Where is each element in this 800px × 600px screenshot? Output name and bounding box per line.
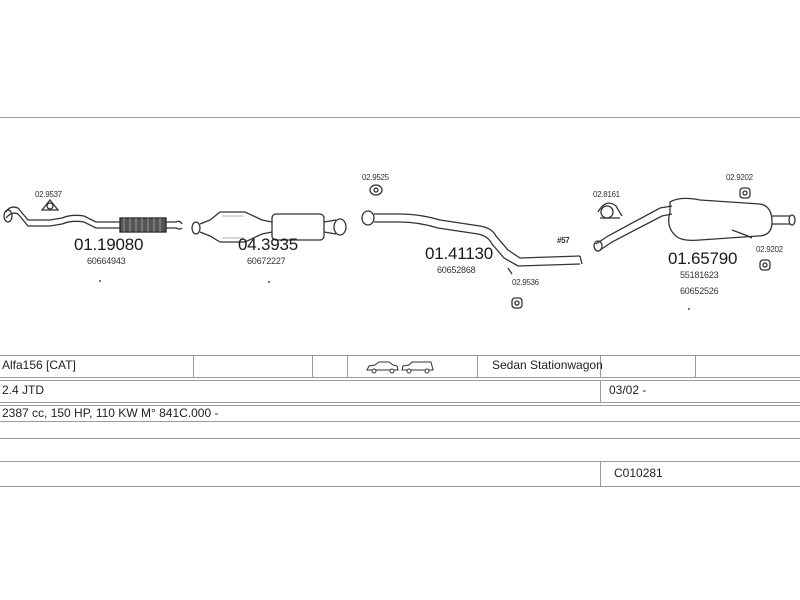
part-code-2: 04.3935 — [238, 235, 299, 254]
fitting-label-3: 02.9536 — [512, 278, 539, 287]
table-line — [0, 421, 800, 422]
table-divider — [477, 355, 478, 377]
hanger-fitting-6 — [759, 259, 771, 271]
part-oem-3: 60652868 — [437, 265, 476, 275]
fitting-label-2: 02.9525 — [362, 173, 389, 182]
part-oem-1: 60664943 — [87, 256, 126, 266]
vehicle-body: Sedan Stationwagon — [492, 358, 603, 372]
dot-mark — [688, 308, 690, 310]
table-divider — [347, 355, 348, 377]
vehicle-date: 03/02 - — [609, 383, 647, 397]
gasket-fitting-2 — [369, 184, 383, 196]
table-line — [0, 355, 800, 356]
catalytic-converter-part — [191, 211, 347, 243]
table-line — [0, 461, 800, 462]
sedan-icon — [366, 361, 399, 374]
part-code-1: 01.19080 — [74, 235, 144, 254]
gasket-fitting-1 — [40, 198, 60, 211]
vehicle-engine: 2.4 JTD — [2, 383, 45, 397]
front-pipe-part — [3, 206, 183, 233]
table-line — [0, 438, 800, 439]
table-line — [0, 380, 800, 381]
table-line — [0, 405, 800, 406]
fitting-label-4: 02.8161 — [593, 190, 620, 199]
table-line — [0, 377, 800, 378]
table-divider — [312, 355, 313, 377]
hanger-fitting-3 — [507, 267, 523, 309]
table-divider — [600, 461, 601, 486]
top-border-line — [0, 117, 800, 118]
part-oem-4b: 60652526 — [680, 286, 719, 296]
table-divider — [600, 380, 601, 402]
vehicle-spec: 2387 cc, 150 HP, 110 KW M° 841C.000 - — [2, 406, 219, 420]
part-oem-4a: 55181623 — [680, 270, 719, 280]
fitting-label-6: 02.9202 — [756, 245, 783, 254]
pipe-note-label: #57 — [557, 236, 570, 245]
catalog-reference: C010281 — [614, 466, 663, 480]
clamp-fitting-4 — [597, 202, 623, 219]
stationwagon-icon — [401, 361, 434, 374]
car-body-icons — [366, 361, 434, 374]
table-line — [0, 486, 800, 487]
dot-mark — [268, 281, 270, 283]
dot-mark — [99, 280, 101, 282]
part-code-4: 01.65790 — [668, 249, 738, 268]
exhaust-diagram — [3, 184, 796, 309]
table-divider — [193, 355, 194, 377]
vehicle-model: Alfa156 [CAT] — [2, 358, 76, 372]
middle-pipe-part — [361, 210, 583, 267]
table-divider — [695, 355, 696, 377]
part-oem-2: 60672227 — [247, 256, 286, 266]
part-code-3: 01.41130 — [425, 244, 494, 263]
table-line — [0, 402, 800, 403]
table-divider — [600, 355, 601, 377]
hanger-fitting-5 — [739, 187, 751, 199]
rear-silencer-part — [593, 197, 796, 252]
fitting-label-1: 02.9537 — [35, 190, 62, 199]
fitting-label-5: 02.9202 — [726, 173, 753, 182]
